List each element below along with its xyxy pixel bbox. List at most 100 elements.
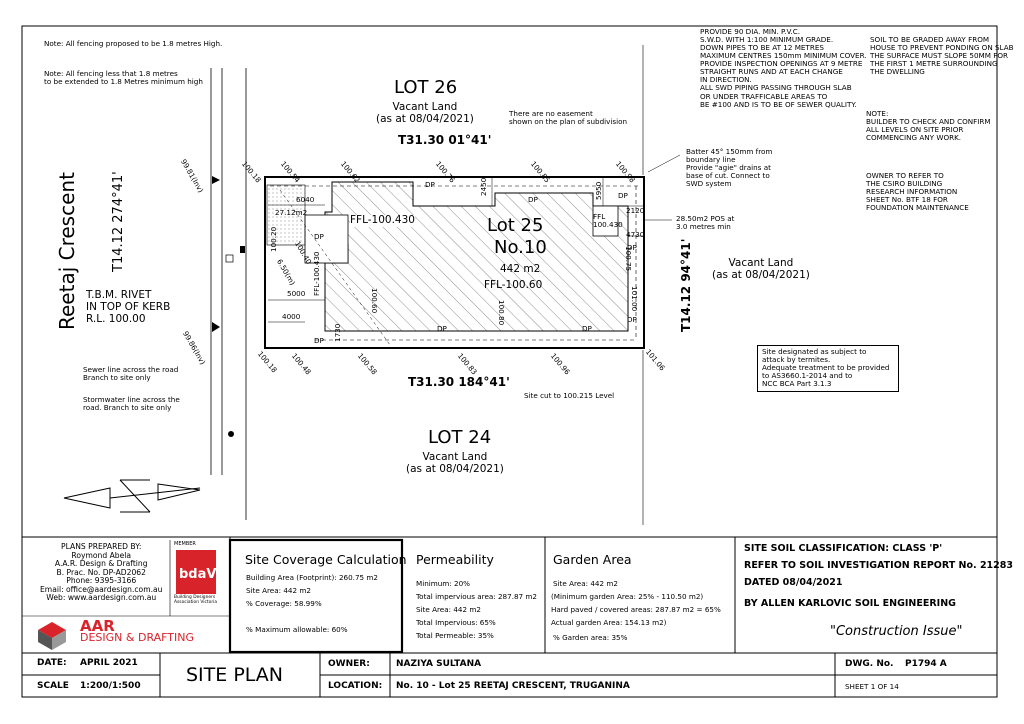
permeability-line: Total Impervious: 65%	[416, 618, 496, 627]
level-label: 100.20	[269, 226, 278, 252]
scale-value: 1:200/1:500	[80, 681, 141, 691]
dp-marker: DP	[425, 180, 435, 189]
permeability-title: Permeability	[416, 552, 494, 567]
location-label: LOCATION:	[328, 681, 383, 691]
lot-26-label: LOT 26	[394, 77, 458, 98]
north-arrow-icon	[63, 479, 201, 513]
site-coverage-line: % Coverage: 58.99%	[246, 599, 322, 608]
garden-line: % Garden area: 35%	[553, 633, 628, 642]
tbm-label: T.B.M. RIVET IN TOP OF KERB R.L. 100.00	[86, 289, 171, 325]
dp-marker: DP	[314, 232, 324, 241]
lot-25-label: Lot 25	[487, 215, 544, 236]
note-stormwater: Stormwater line across the road. Branch …	[83, 395, 180, 413]
garden-line: Site Area: 442 m2	[553, 579, 618, 588]
location-value: No. 10 - Lot 25 REETAJ CRESCENT, TRUGANI…	[396, 681, 630, 691]
dwg-value: P1794 A	[905, 659, 947, 669]
permeability-line: Minimum: 20%	[416, 579, 470, 588]
aar-logo-sub: DESIGN & DRAFTING	[80, 631, 195, 644]
ffl-left: FFL-100.430	[350, 214, 415, 227]
note-fencing-1: Note: All fencing proposed to be 1.8 met…	[44, 39, 223, 48]
top-bearing: T31.30 01°41'	[398, 133, 492, 147]
soil-report: REFER TO SOIL INVESTIGATION REPORT No. 2…	[744, 560, 1013, 571]
pos-area-label: 27.12m2	[275, 208, 308, 217]
dp-marker: DP	[314, 336, 324, 345]
lot-25-area: 442 m2	[500, 263, 541, 275]
dp-marker: DP	[437, 324, 447, 333]
note-pipes: PROVIDE 90 DIA. MIN. P.V.C. S.W.D. WITH …	[700, 27, 867, 109]
aar-logo-icon	[38, 622, 66, 650]
note-sewer: Sewer line across the road Branch to sit…	[83, 365, 179, 383]
dwg-label: DWG. No.	[845, 659, 894, 669]
lot-24-label: LOT 24	[428, 427, 492, 448]
scale-label: SCALE	[37, 681, 69, 691]
garden-line: Hard paved / covered areas: 287.87 m2 = …	[551, 605, 721, 614]
site-coverage-line: Building Area (Footprint): 260.75 m2	[246, 573, 378, 582]
dim-label: 4000	[282, 312, 301, 321]
dim-label: 1730	[333, 323, 342, 342]
site-coverage-line: Site Area: 442 m2	[246, 586, 311, 595]
note-termites: Site designated as subject to attack by …	[757, 345, 899, 393]
note-fencing-2: Note: All fencing less that 1.8 metres t…	[44, 69, 203, 87]
construction-issue: "Construction Issue"	[830, 624, 963, 639]
garden-title: Garden Area	[553, 552, 632, 567]
permeability-line: Total impervious area: 287.87 m2	[416, 592, 537, 601]
owner-value: NAZIYA SULTANA	[396, 659, 482, 669]
dim-label: 2450	[479, 177, 488, 196]
title-block-grid	[22, 536, 997, 697]
site-coverage-title: Site Coverage Calculation	[245, 552, 407, 567]
bdav-logo: bdaV.	[179, 567, 220, 582]
date-value: APRIL 2021	[80, 658, 138, 668]
ffl-vertical: FFL-100.430	[312, 251, 321, 296]
soil-classification: SITE SOIL CLASSIFICATION: CLASS 'P'	[744, 543, 943, 554]
dp-marker: DP	[627, 243, 637, 252]
drawing-title: SITE PLAN	[186, 664, 284, 686]
level-label: 100.80	[497, 300, 506, 326]
note-builder: NOTE: BUILDER TO CHECK AND CONFIRM ALL L…	[866, 109, 991, 143]
prepared-by: PLANS PREPARED BY: Roymond Abela A.A.R. …	[40, 542, 163, 602]
note-batter: Batter 45° 150mm from boundary line Prov…	[686, 147, 773, 189]
dim-label: 4730	[626, 230, 645, 239]
owner-label: OWNER:	[328, 659, 370, 669]
soil-engineer: BY ALLEN KARLOVIC SOIL ENGINEERING	[744, 598, 956, 609]
dim-label: 5000	[287, 289, 306, 298]
note-owner-refer: OWNER TO REFER TO THE CSIRO BUILDING RES…	[866, 171, 969, 213]
lot-26-sub: Vacant Land (as at 08/04/2021)	[376, 101, 474, 125]
permeability-line: Site Area: 442 m2	[416, 605, 481, 614]
pos-area	[266, 184, 306, 246]
street-name: Reetaj Crescent	[55, 172, 79, 330]
note-pos: 28.50m2 POS at 3.0 metres min	[676, 214, 735, 232]
note-site-cut: Site cut to 100.215 Level	[524, 391, 615, 400]
site-coverage-line: % Maximum allowable: 60%	[246, 625, 348, 634]
aar-logo-text: AAR	[80, 617, 115, 635]
dp-marker: DP	[528, 195, 538, 204]
sheet-number: SHEET 1 OF 14	[845, 682, 899, 691]
dim-label: 6040	[296, 195, 315, 204]
garden-line: (Minimum garden Area: 25% - 110.50 m2)	[551, 592, 704, 601]
dp-marker: DP	[582, 324, 592, 333]
bdav-sub: Building Designers Association Victoria	[174, 595, 218, 605]
date-label: DATE:	[37, 658, 67, 668]
dim-label: 5950	[594, 181, 603, 200]
lot-25-boundary	[264, 176, 645, 349]
bottom-bearing: T31.30 184°41'	[408, 375, 510, 389]
member-label: MEMBER	[174, 541, 196, 547]
garden-line: Actual garden Area: 154.13 m2)	[551, 618, 667, 627]
ffl-right: FFL 100.430	[593, 212, 623, 230]
soil-dated: DATED 08/04/2021	[744, 577, 843, 588]
note-soil-grade: SOIL TO BE GRADED AWAY FROM HOUSE TO PRE…	[870, 35, 1014, 77]
sheet-border	[21, 25, 998, 698]
dim-label: 2120	[626, 206, 645, 215]
note-easement: There are no easement shown on the plan …	[509, 109, 628, 127]
lot-24-sub: Vacant Land (as at 08/04/2021)	[406, 451, 504, 475]
lot-25-number: No.10	[494, 237, 547, 258]
level-label: 101.00	[630, 286, 639, 312]
lot-25-ffl: FFL-100.60	[484, 279, 543, 291]
level-label: 100.60	[370, 288, 379, 314]
right-bearing: T14.12 94°41'	[679, 238, 693, 332]
dp-marker: DP	[618, 191, 628, 200]
dp-marker: DP	[627, 315, 637, 324]
permeability-line: Total Permeable: 35%	[416, 631, 494, 640]
street-bearing: T14.12 274°41'	[111, 171, 126, 272]
right-vacant-label: Vacant Land (as at 08/04/2021)	[712, 257, 810, 281]
